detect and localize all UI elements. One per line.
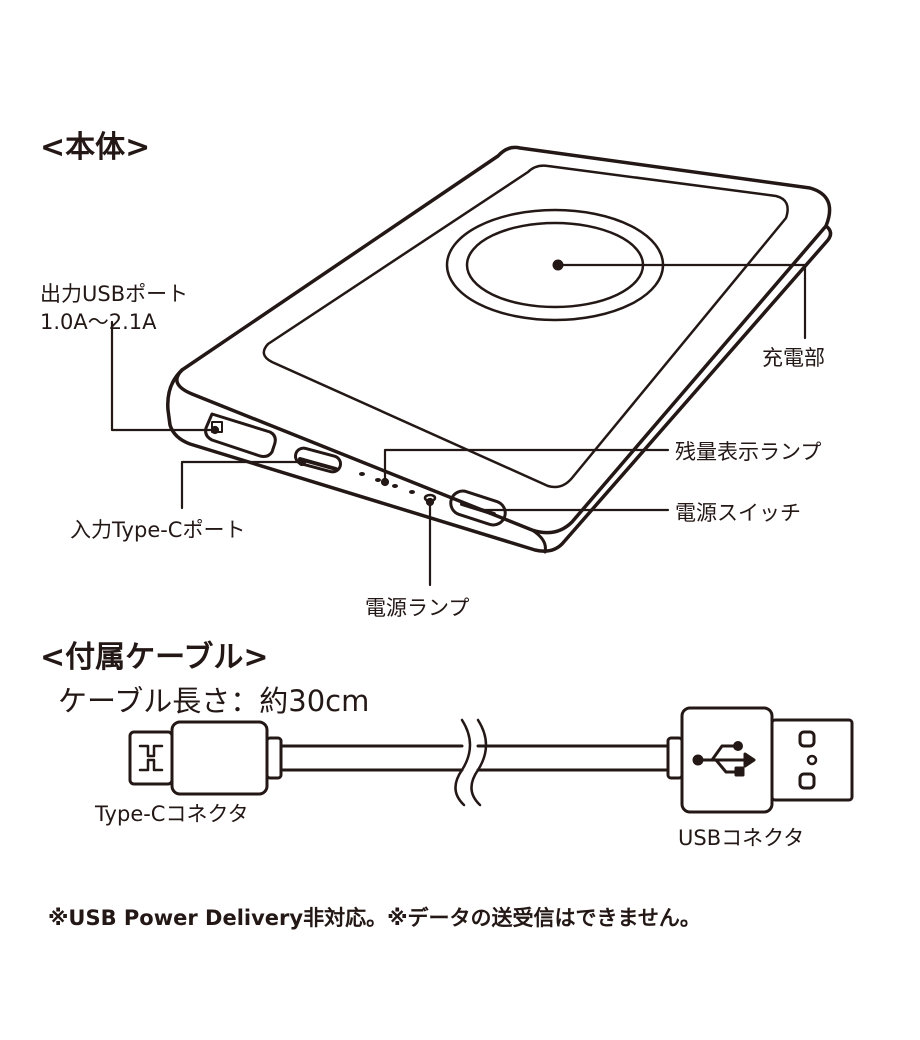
leader-lines bbox=[110, 263, 807, 587]
usb-icon bbox=[692, 741, 756, 777]
usb-out-port-label: 出力USBポート bbox=[40, 282, 189, 306]
body-heading: <本体> bbox=[40, 130, 151, 165]
cable-length: ケーブル長さ：約30cm bbox=[58, 684, 370, 718]
type-c-plug bbox=[128, 730, 174, 786]
battery-indicator-label: 残量表示ランプ bbox=[675, 440, 822, 464]
power-bank-illustration bbox=[166, 145, 833, 554]
type-c-housing bbox=[170, 720, 269, 796]
charging-area-label: 充電部 bbox=[762, 346, 825, 370]
type-c-port bbox=[294, 446, 342, 474]
cable-heading: <付属ケーブル> bbox=[40, 640, 269, 675]
power-switch bbox=[449, 489, 507, 527]
cable-illustration bbox=[128, 706, 854, 814]
type-c-input-label: 入力Type-Cポート bbox=[70, 518, 246, 542]
usb-connector-label: USBコネクタ bbox=[678, 826, 805, 850]
usb-out-current-label: 1.0A〜2.1A bbox=[40, 310, 157, 334]
power-lamp-label: 電源ランプ bbox=[365, 596, 470, 620]
inner-panel bbox=[262, 164, 789, 489]
indicator-dots bbox=[359, 472, 415, 494]
footnote: ※USB Power Delivery非対応。※データの送受信はできません。 bbox=[48, 906, 701, 930]
usb-plug bbox=[770, 718, 854, 802]
type-c-connector-label: Type-Cコネクタ bbox=[95, 802, 249, 826]
power-switch-label: 電源スイッチ bbox=[675, 501, 801, 525]
usb-port bbox=[204, 412, 277, 458]
